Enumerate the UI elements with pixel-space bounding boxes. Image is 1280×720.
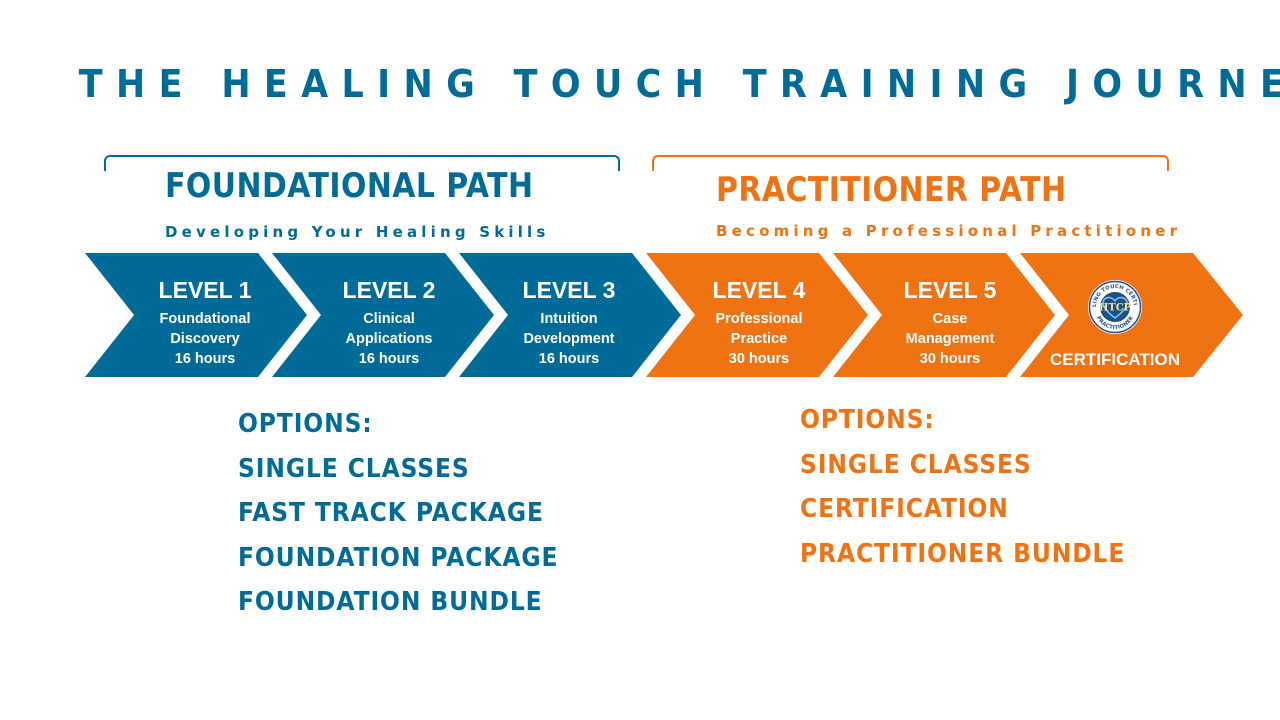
level-1-line-2: Discovery bbox=[170, 331, 240, 347]
practitioner-options-heading: OPTIONS: bbox=[800, 405, 935, 435]
level-1-label: LEVEL 1 Foundational Discovery 16 hours bbox=[159, 277, 252, 369]
practitioner-option-item: CERTIFICATION bbox=[800, 494, 1009, 524]
page-title: THE HEALING TOUCH TRAINING JOURNEY bbox=[78, 62, 1280, 106]
practitioner-path-title: PRACTITIONER PATH bbox=[716, 170, 1067, 210]
practitioner-path-subtitle: Becoming a Professional Practitioner bbox=[716, 222, 1182, 240]
foundational-options: OPTIONS: SINGLE CLASSES FAST TRACK PACKA… bbox=[238, 402, 558, 625]
level-3-label: LEVEL 3 Intuition Development 16 hours bbox=[523, 277, 616, 369]
level-3-line-2: Development bbox=[523, 331, 615, 347]
level-1-line-1: Foundational bbox=[159, 311, 251, 327]
practitioner-option-item: SINGLE CLASSES bbox=[800, 449, 1032, 480]
level-1-line-3: 16 hours bbox=[174, 351, 236, 367]
level-2-title: LEVEL 2 bbox=[342, 277, 436, 303]
level-4-label: LEVEL 4 Professional Practice 30 hours bbox=[713, 277, 806, 369]
level-5-line-1: Case bbox=[932, 311, 968, 327]
level-2-line-3: 16 hours bbox=[358, 351, 420, 367]
level-5-label: LEVEL 5 Case Management 30 hours bbox=[904, 277, 997, 369]
foundational-bracket bbox=[104, 155, 620, 171]
level-3-line-1: Intuition bbox=[540, 311, 598, 327]
practitioner-option-item: PRACTITIONER BUNDLE bbox=[800, 538, 1126, 569]
level-4-line-3: 30 hours bbox=[728, 351, 790, 367]
level-5-line-2: Management bbox=[905, 331, 995, 347]
certification-label: CERTIFICATION bbox=[1049, 350, 1181, 369]
foundational-options-heading: OPTIONS: bbox=[238, 409, 373, 439]
foundational-path-title: FOUNDATIONAL PATH bbox=[165, 166, 534, 206]
level-2-line-2: Applications bbox=[345, 331, 433, 347]
level-5-chevron bbox=[833, 253, 1055, 377]
level-5-title: LEVEL 5 bbox=[903, 277, 997, 303]
level-1-title: LEVEL 1 bbox=[158, 277, 252, 303]
foundational-option-item: FOUNDATION PACKAGE bbox=[238, 542, 559, 573]
level-3-chevron bbox=[459, 253, 681, 377]
badge-monogram: HTCP bbox=[1099, 303, 1132, 314]
foundational-option-item: SINGLE CLASSES bbox=[238, 453, 470, 484]
foundational-path-subtitle: Developing Your Healing Skills bbox=[165, 223, 550, 241]
level-2-line-1: Clinical bbox=[363, 311, 415, 327]
level-4-chevron bbox=[646, 253, 868, 377]
level-3-title: LEVEL 3 bbox=[522, 277, 616, 303]
practitioner-bracket bbox=[652, 155, 1169, 171]
level-4-line-2: Practice bbox=[730, 331, 788, 347]
practitioner-options: OPTIONS: SINGLE CLASSES CERTIFICATION PR… bbox=[800, 398, 1125, 576]
foundational-option-item: FOUNDATION BUNDLE bbox=[238, 587, 543, 617]
level-4-title: LEVEL 4 bbox=[712, 277, 806, 303]
level-1-chevron bbox=[85, 253, 307, 377]
level-3-line-3: 16 hours bbox=[538, 351, 600, 367]
level-2-chevron bbox=[272, 253, 494, 377]
level-2-label: LEVEL 2 Clinical Applications 16 hours bbox=[343, 277, 436, 369]
foundational-option-item: FAST TRACK PACKAGE bbox=[238, 498, 544, 528]
heart-badge-icon: HTCP HEALING TOUCH CERTIFIED PRACTITIONE… bbox=[1087, 279, 1142, 334]
level-5-line-3: 30 hours bbox=[919, 351, 981, 367]
level-4-line-1: Professional bbox=[715, 311, 803, 327]
